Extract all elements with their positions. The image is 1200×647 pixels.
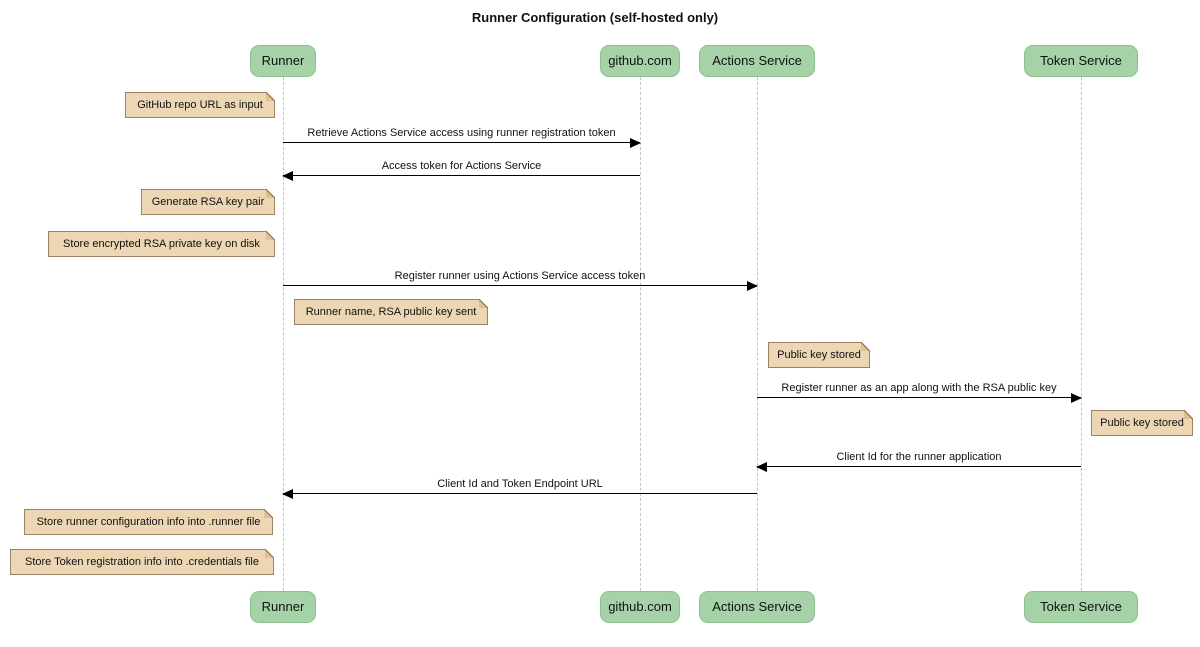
- message-line: [282, 489, 757, 499]
- note-text: Store encrypted RSA private key on disk: [63, 238, 260, 250]
- note-public-key-stored-token-service: Public key stored: [1091, 410, 1193, 436]
- note-text: Store Token registration info into .cred…: [25, 556, 259, 568]
- message-label: Client Id for the runner application: [836, 451, 1002, 463]
- note-store-encrypted-rsa-private-key: Store encrypted RSA private key on disk: [48, 231, 275, 257]
- note-fold-icon: [861, 342, 870, 351]
- note-fold-icon: [1184, 410, 1193, 419]
- note-fold-icon: [266, 189, 275, 198]
- note-text: Generate RSA key pair: [151, 196, 265, 208]
- message-access-token-for-actions-service: Access token for Actions Service: [282, 160, 640, 181]
- message-line: [283, 281, 758, 291]
- message-label: Access token for Actions Service: [381, 160, 542, 172]
- message-client-id-for-runner-application: Client Id for the runner application: [756, 451, 1081, 472]
- lifeline-actions-service: [757, 77, 758, 591]
- note-fold-icon: [479, 299, 488, 308]
- participant-bottom-actions-service: Actions Service: [699, 591, 815, 623]
- participant-bottom-runner: Runner: [250, 591, 316, 623]
- message-line: [756, 462, 1081, 472]
- participant-top-actions-service: Actions Service: [699, 45, 815, 77]
- message-register-runner-as-app: Register runner as an app along with the…: [757, 382, 1082, 403]
- message-register-runner: Register runner using Actions Service ac…: [283, 270, 758, 291]
- message-client-id-and-token-endpoint-url: Client Id and Token Endpoint URL: [282, 478, 757, 499]
- participant-top-token-service: Token Service: [1024, 45, 1138, 77]
- message-line: [757, 393, 1082, 403]
- note-fold-icon: [265, 549, 274, 558]
- note-runner-name-rsa-public-key-sent: Runner name, RSA public key sent: [294, 299, 488, 325]
- note-text: Public key stored: [1100, 417, 1184, 429]
- note-fold-icon: [266, 92, 275, 101]
- note-text: Public key stored: [777, 349, 861, 361]
- message-line: [282, 171, 640, 181]
- note-store-runner-configuration-info: Store runner configuration info into .ru…: [24, 509, 273, 535]
- participant-top-github: github.com: [600, 45, 680, 77]
- note-text: Runner name, RSA public key sent: [305, 306, 477, 318]
- note-fold-icon: [266, 231, 275, 240]
- arrowhead-left-icon: [756, 462, 767, 472]
- message-label: Register runner using Actions Service ac…: [394, 270, 646, 282]
- note-text: GitHub repo URL as input: [137, 99, 263, 111]
- message-line: [283, 138, 641, 148]
- message-label: Register runner as an app along with the…: [781, 382, 1057, 394]
- participant-bottom-token-service: Token Service: [1024, 591, 1138, 623]
- lifeline-token-service: [1081, 77, 1082, 591]
- lifeline-github: [640, 77, 641, 591]
- message-label: Retrieve Actions Service access using ru…: [307, 127, 616, 139]
- note-fold-icon: [264, 509, 273, 518]
- participant-top-runner: Runner: [250, 45, 316, 77]
- note-github-repo-url-as-input: GitHub repo URL as input: [125, 92, 275, 118]
- note-store-token-registration-info: Store Token registration info into .cred…: [10, 549, 274, 575]
- message-label: Client Id and Token Endpoint URL: [437, 478, 603, 490]
- arrowhead-right-icon: [1071, 393, 1082, 403]
- note-public-key-stored-actions-service: Public key stored: [768, 342, 870, 368]
- participant-bottom-github: github.com: [600, 591, 680, 623]
- diagram-title: Runner Configuration (self-hosted only): [471, 10, 719, 25]
- arrowhead-left-icon: [282, 171, 293, 181]
- arrowhead-right-icon: [630, 138, 641, 148]
- message-retrieve-actions-service-access: Retrieve Actions Service access using ru…: [283, 127, 641, 148]
- note-text: Store runner configuration info into .ru…: [36, 516, 261, 528]
- note-generate-rsa-key-pair: Generate RSA key pair: [141, 189, 275, 215]
- lifeline-runner: [283, 77, 284, 591]
- arrowhead-left-icon: [282, 489, 293, 499]
- arrowhead-right-icon: [747, 281, 758, 291]
